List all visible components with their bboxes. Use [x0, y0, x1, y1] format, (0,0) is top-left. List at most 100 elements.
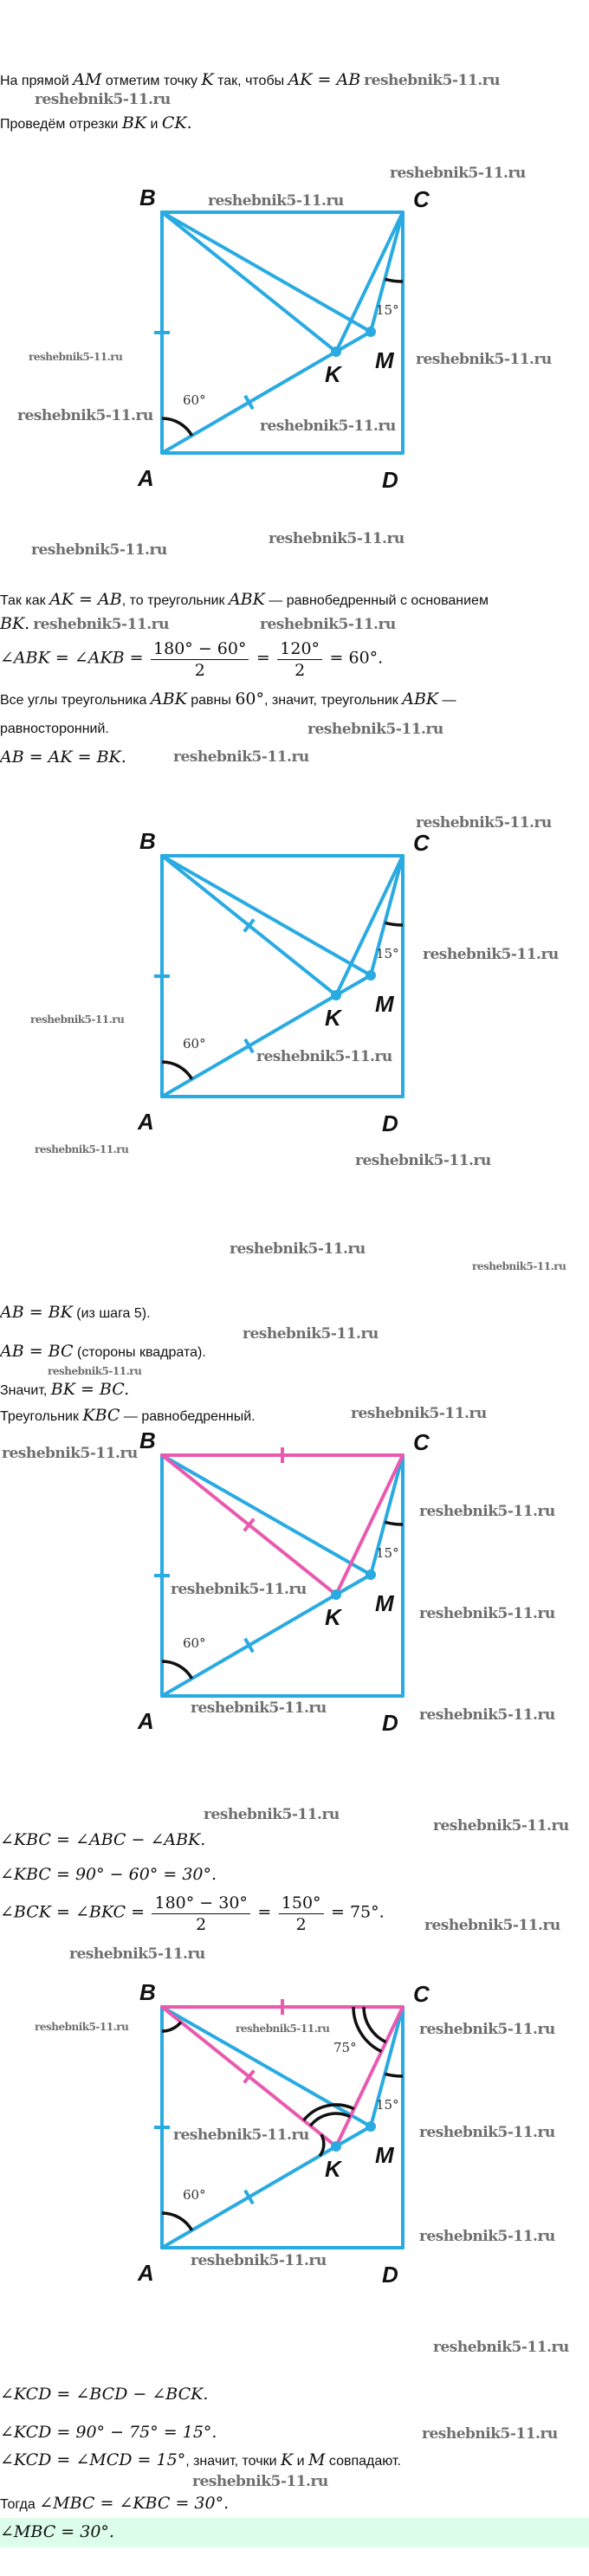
text: отметим точку — [101, 74, 202, 88]
segment-cm — [369, 1453, 405, 1576]
watermark: reshebnik5-11.ru — [422, 2425, 558, 2443]
text: На прямой — [0, 74, 74, 88]
point-m — [366, 1570, 376, 1580]
watermark: reshebnik5-11.ru — [416, 814, 552, 832]
watermark: reshebnik5-11.ru — [269, 530, 405, 547]
watermark: reshebnik5-11.ru — [256, 1048, 392, 1065]
angle-arc-k-akb — [318, 2133, 326, 2158]
text: и — [146, 117, 162, 132]
numerator: 180° − 30° — [152, 1893, 250, 1914]
formula-bck: ∠BCK = ∠BKC = 180° − 30°2 = 150°2 = 75°. — [0, 1893, 385, 1935]
watermark: reshebnik5-11.ru — [260, 417, 396, 435]
label-m: M — [375, 347, 395, 373]
watermark: reshebnik5-11.ru — [48, 1365, 142, 1377]
label-m: M — [375, 1590, 395, 1616]
watermark: reshebnik5-11.ru — [17, 407, 153, 424]
text-step3-line1: AB = BK (из шага 5). — [0, 1302, 151, 1324]
text-step2-line2: BK.reshebnik5-11.ru — [0, 613, 169, 636]
watermark: reshebnik5-11.ru — [260, 616, 396, 633]
segment-bm — [160, 2005, 372, 2128]
tick-bk — [243, 1518, 256, 1532]
math: ∠MBC = ∠KBC = 30°. — [39, 2494, 230, 2513]
text: (стороны квадрата). — [73, 1345, 206, 1360]
text-step2-line5: равносторонний. — [0, 722, 109, 736]
text: Так как — [0, 593, 50, 608]
text: — равнобедренный. — [120, 1409, 256, 1424]
math: AK = AB — [288, 70, 361, 89]
watermark: reshebnik5-11.ru — [419, 2021, 555, 2038]
watermark: reshebnik5-11.ru — [208, 192, 344, 210]
segment-cm — [369, 2005, 405, 2128]
text-step3-line4: Треугольник KBC — равнобедренный. — [0, 1405, 256, 1427]
math: AM — [73, 70, 102, 89]
angle-arc-c-75 — [362, 2006, 387, 2044]
point-m — [366, 327, 376, 337]
label-a: A — [137, 465, 154, 491]
math: ABK — [150, 689, 187, 709]
label-k: K — [325, 1604, 343, 1630]
watermark: reshebnik5-11.ru — [236, 2023, 330, 2035]
denominator: 2 — [295, 1915, 307, 1934]
tick-ak — [243, 1038, 255, 1054]
label-a: A — [137, 2260, 154, 2286]
math: AK = AB — [49, 590, 122, 609]
segment-km — [334, 2125, 372, 2148]
label-b: B — [139, 1429, 156, 1453]
watermark: reshebnik5-11.ru — [171, 1581, 307, 1598]
watermark: reshebnik5-11.ru — [2, 1445, 138, 1462]
point-k — [331, 2141, 341, 2152]
text: так, чтобы — [213, 74, 288, 88]
denominator: 2 — [196, 1915, 207, 1934]
watermark: reshebnik5-11.ru — [173, 748, 309, 766]
fraction: 150°2 — [278, 1893, 324, 1935]
label-d: D — [382, 467, 398, 493]
text-step3-line2: AB = BC (стороны квадрата). — [0, 1341, 206, 1363]
tick-ak — [243, 394, 255, 411]
math: M — [307, 2450, 326, 2469]
math: AB = BC — [0, 1342, 74, 1361]
angle-label-60: 60° — [183, 2187, 206, 2203]
text-step2-line1: Так как AK = AB, то треугольник ABK — ра… — [0, 589, 489, 612]
watermark: reshebnik5-11.ru — [433, 2339, 569, 2356]
math: CK. — [161, 113, 192, 133]
watermark: reshebnik5-11.ru — [416, 351, 552, 368]
answer-box: ∠MBC = 30°. — [0, 2518, 589, 2547]
label-d: D — [382, 1110, 398, 1136]
math: = 60°. — [329, 648, 384, 668]
math: ∠ABK = ∠AKB = — [0, 648, 144, 668]
formula-abk: ∠ABK = ∠AKB = 180° − 60°2 = 120°2 = 60°. — [0, 638, 383, 681]
tick-ak — [243, 2189, 255, 2205]
label-a: A — [137, 1109, 154, 1135]
watermark: reshebnik5-11.ru — [390, 165, 526, 182]
segment-ck — [334, 1453, 405, 1596]
angle-arc-a — [161, 417, 194, 437]
label-k: K — [325, 361, 343, 387]
tick-ak — [243, 1637, 255, 1654]
watermark: reshebnik5-11.ru — [351, 1405, 487, 1422]
angle-label-15: 15° — [376, 302, 399, 318]
watermark: reshebnik5-11.ru — [433, 1817, 569, 1835]
point-k — [331, 346, 341, 357]
point-m — [366, 2121, 376, 2132]
text-step5-line3: ∠KCD = ∠MCD = 15°, значит, точки K и M с… — [0, 2450, 401, 2472]
math: = 75°. — [330, 1902, 385, 1922]
angle-arc-k-outer — [302, 2103, 355, 2122]
math: K — [280, 2450, 294, 2469]
text: равны — [186, 693, 236, 708]
numerator: 180° − 60° — [151, 638, 249, 660]
angle-arc-a — [161, 1060, 194, 1080]
math: KBC — [82, 1406, 120, 1425]
text: совпадают. — [325, 2454, 401, 2469]
text: Тогда — [0, 2497, 40, 2512]
watermark: reshebnik5-11.ru — [29, 351, 123, 363]
watermark: reshebnik5-11.ru — [307, 721, 443, 738]
point-k — [331, 990, 341, 1000]
watermark: reshebnik5-11.ru — [419, 1605, 555, 1622]
tick-bk — [243, 2069, 256, 2084]
watermark: reshebnik5-11.ru — [419, 2124, 555, 2141]
watermark: reshebnik5-11.ru — [191, 2252, 327, 2269]
segment-bm — [160, 1453, 372, 1576]
